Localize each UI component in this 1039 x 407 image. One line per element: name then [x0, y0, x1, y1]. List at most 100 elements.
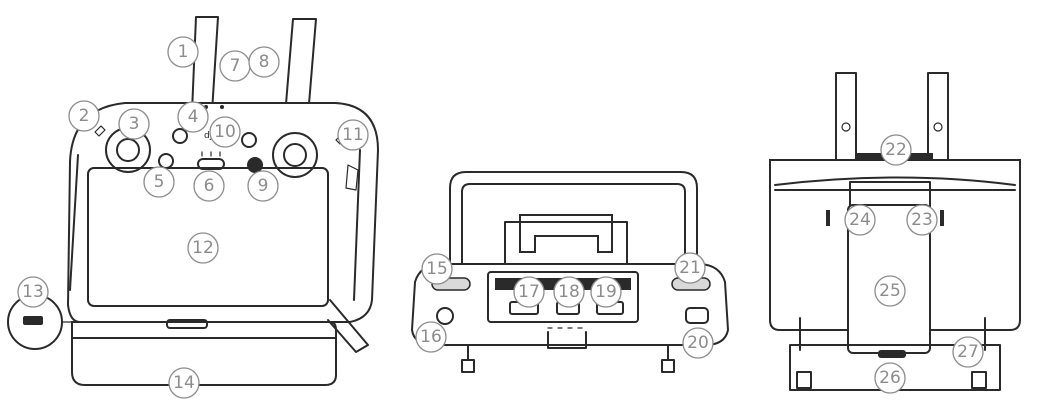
- callout-number: 5: [154, 172, 165, 192]
- callout-19: 19: [590, 276, 622, 308]
- bracket-release[interactable]: [878, 350, 906, 358]
- right-antenna[interactable]: [284, 18, 317, 117]
- callout-24: 24: [844, 204, 876, 236]
- callouts: 1 2 3 4 5 6 7 8 9 10 11 12 13 14 15 16 1…: [17, 36, 984, 399]
- left-antenna-rear[interactable]: [835, 72, 857, 161]
- callout-23: 23: [906, 204, 938, 236]
- callout-circle: [248, 46, 280, 78]
- callout-circle: [415, 321, 447, 353]
- callout-number: 1: [178, 42, 189, 62]
- callout-circle: [674, 252, 706, 284]
- callout-circle: [590, 276, 622, 308]
- callout-number: 14: [173, 373, 195, 393]
- callout-circle: [247, 170, 279, 202]
- callout-10: 10: [209, 116, 241, 148]
- callout-22: 22: [880, 134, 912, 166]
- callout-number: 22: [885, 140, 907, 160]
- callout-number: 18: [558, 282, 580, 302]
- callout-number: 2: [79, 106, 90, 126]
- callout-25: 25: [874, 275, 906, 307]
- callout-5: 5: [143, 166, 175, 198]
- left-antenna[interactable]: [191, 16, 219, 113]
- callout-circle: [143, 166, 175, 198]
- callout-1: 1: [167, 36, 199, 68]
- callout-circle: [177, 101, 209, 133]
- callout-18: 18: [553, 276, 585, 308]
- c2-button[interactable]: [685, 307, 709, 324]
- rth-button[interactable]: [172, 128, 188, 144]
- callout-number: 24: [849, 210, 871, 230]
- front-view: dji: [7, 16, 380, 386]
- dock-latch[interactable]: [166, 319, 208, 329]
- charging-hub: [71, 321, 337, 386]
- callout-circle: [118, 108, 150, 140]
- callout-circle: [209, 116, 241, 148]
- c1-button[interactable]: [436, 307, 454, 325]
- callout-number: 7: [230, 56, 241, 76]
- side-view: [769, 72, 1021, 391]
- callout-circle: [874, 275, 906, 307]
- callout-9: 9: [247, 170, 279, 202]
- right-antenna-rear[interactable]: [927, 72, 949, 161]
- kickstand: [327, 299, 369, 353]
- callout-4: 4: [177, 101, 209, 133]
- callout-number: 26: [879, 368, 901, 388]
- callout-number: 21: [679, 258, 701, 278]
- callout-6: 6: [193, 170, 225, 202]
- callout-number: 16: [420, 327, 442, 347]
- callout-27: 27: [952, 336, 984, 368]
- callout-number: 11: [342, 125, 364, 145]
- callout-number: 8: [259, 52, 270, 72]
- callout-circle: [513, 276, 545, 308]
- callout-number: 25: [879, 281, 901, 301]
- callout-circle: [874, 362, 906, 394]
- callout-3: 3: [118, 108, 150, 140]
- right-stick-base: [272, 132, 318, 178]
- right-stick-icon[interactable]: [283, 143, 307, 167]
- callout-2: 2: [68, 100, 100, 132]
- callout-circle: [17, 276, 49, 308]
- callout-number: 27: [957, 342, 979, 362]
- callout-number: 13: [22, 282, 44, 302]
- usb-port[interactable]: [23, 316, 43, 325]
- callout-number: 15: [426, 259, 448, 279]
- callout-16: 16: [415, 321, 447, 353]
- callout-8: 8: [248, 46, 280, 78]
- callout-circle: [952, 336, 984, 368]
- callout-number: 19: [595, 282, 617, 302]
- callout-number: 12: [192, 238, 214, 258]
- callout-circle: [193, 170, 225, 202]
- callout-circle: [421, 253, 453, 285]
- callout-circle: [168, 367, 200, 399]
- callout-12: 12: [187, 232, 219, 264]
- callout-17: 17: [513, 276, 545, 308]
- callout-number: 3: [129, 114, 140, 134]
- carry-handle[interactable]: [449, 171, 698, 269]
- power-icon[interactable]: [241, 132, 257, 148]
- left-stick-icon[interactable]: [116, 138, 140, 162]
- callout-circle: [880, 134, 912, 166]
- flight-mode-switch[interactable]: [197, 158, 225, 170]
- callout-21: 21: [674, 252, 706, 284]
- callout-circle: [337, 119, 369, 151]
- callout-14: 14: [168, 367, 200, 399]
- callout-13: 13: [17, 276, 49, 308]
- dji-logo-icon: dji: [204, 131, 215, 141]
- callout-number: 10: [214, 122, 236, 142]
- callout-20: 20: [682, 327, 714, 359]
- callout-circle: [682, 327, 714, 359]
- callout-circle: [906, 204, 938, 236]
- callout-circle: [68, 100, 100, 132]
- callout-15: 15: [421, 253, 453, 285]
- callout-number: 4: [188, 107, 199, 127]
- callout-11: 11: [337, 119, 369, 151]
- callout-7: 7: [219, 50, 251, 82]
- callout-circle: [553, 276, 585, 308]
- five-d-button[interactable]: [247, 157, 263, 173]
- pause-button[interactable]: [158, 153, 174, 169]
- callout-circle: [844, 204, 876, 236]
- callout-circle: [187, 232, 219, 264]
- callout-number: 20: [687, 333, 709, 353]
- callout-number: 23: [911, 210, 933, 230]
